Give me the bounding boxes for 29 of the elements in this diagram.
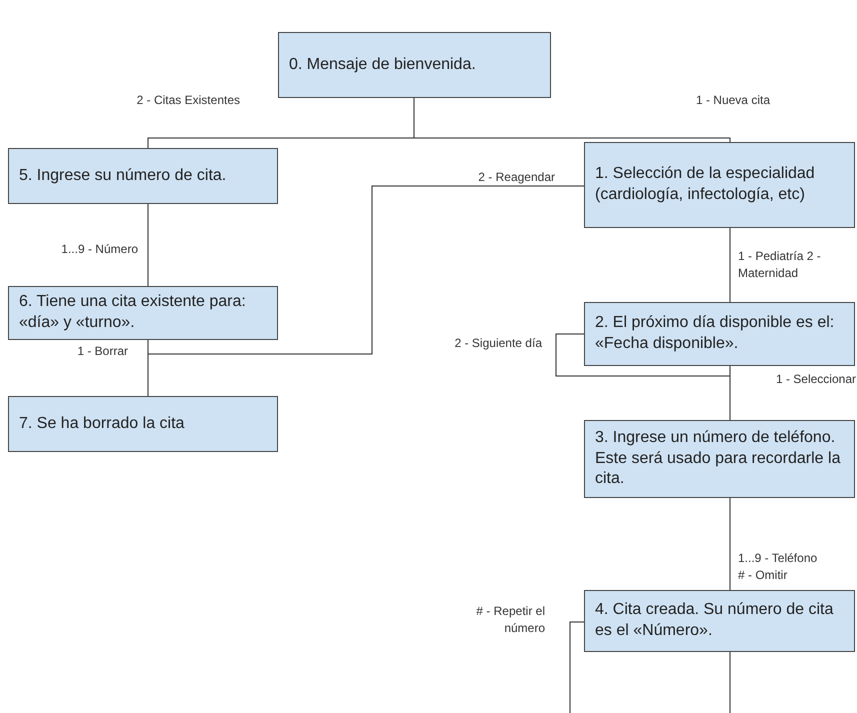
- process-box: [8, 286, 278, 340]
- connector-line: [148, 186, 584, 354]
- box-text: 1. Selección de la especialidad (cardiología, infectología, etc): [595, 164, 816, 205]
- edge-label: # - Repetir el número: [475, 603, 545, 638]
- box-text: 4. Cita creada. Su número de cita es el «Número».: [595, 600, 834, 641]
- box-text: 2. El próximo día disponible es el: «Fecha disponible».: [595, 313, 836, 354]
- box-text: 0. Mensaje de bienvenida.: [289, 54, 476, 75]
- edge-label: 1 - Seleccionar: [774, 371, 856, 388]
- edge-label: 1...9 - Número: [60, 241, 138, 258]
- process-box: [584, 420, 855, 498]
- process-box: [584, 590, 855, 652]
- process-box: [8, 396, 278, 452]
- connector-line: [570, 622, 584, 713]
- edge-label: 1 - Pediatría 2 - Maternidad: [738, 248, 822, 282]
- edge-label: 2 - Reagendar: [477, 169, 555, 186]
- connector-line: [556, 334, 730, 376]
- process-box: [278, 32, 551, 98]
- edge-label: 2 - Siguiente día: [454, 335, 542, 352]
- process-box: [8, 148, 278, 204]
- box-text: 6. Tiene una cita existente para: «día» y «turno».: [19, 292, 247, 333]
- box-text: 7. Se ha borrado la cita: [19, 414, 184, 434]
- box-text: 3. Ingrese un número de teléfono. Este será usado para recordarle la cita.: [595, 428, 842, 490]
- edge-label: 1...9 - Teléfono # - Omitir: [738, 550, 818, 584]
- process-box: [584, 142, 855, 228]
- box-text: 5. Ingrese su número de cita.: [19, 166, 226, 186]
- edge-label: 2 - Citas Existentes: [136, 92, 240, 109]
- edge-label: 1 - Borrar: [76, 343, 128, 360]
- edge-label: 1 - Nueva cita: [694, 92, 770, 109]
- process-box: [584, 302, 855, 366]
